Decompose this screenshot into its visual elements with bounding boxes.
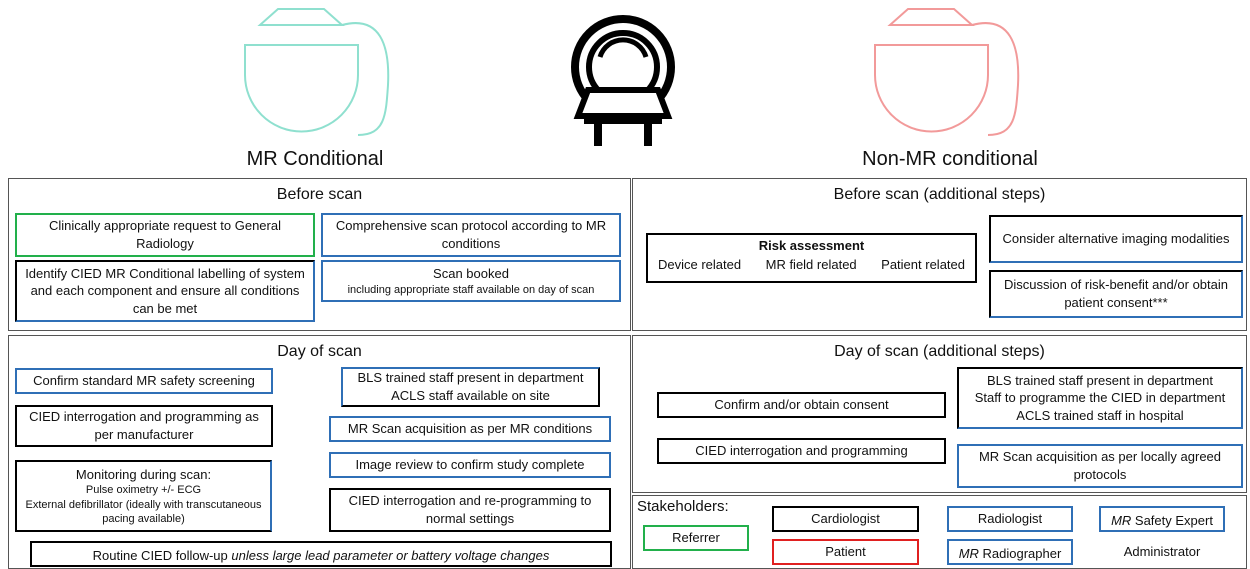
- mri-scanner-icon: [571, 15, 675, 146]
- risk-assessment-title: Risk assessment: [758, 238, 865, 253]
- cardiologist-key: Cardiologist: [772, 506, 919, 532]
- administrator-key: Administrator: [1099, 539, 1225, 565]
- safety-expert-label: Safety Expert: [1131, 513, 1213, 528]
- stakeholders-title: Stakeholders:: [637, 498, 729, 515]
- routine-follow-up-box: Routine CIED follow-up unless large lead…: [30, 541, 612, 567]
- right-staff-line1: BLS trained staff present in department: [987, 372, 1213, 388]
- pacemaker-icon: [874, 8, 1020, 136]
- monitoring-title: Monitoring during scan:: [75, 466, 212, 482]
- left-day-of-scan-title: Day of scan: [277, 343, 362, 360]
- right-staff-line3: ACLS trained staff in hospital: [1016, 407, 1184, 423]
- right-day-of-scan-title: Day of scan (additional steps): [834, 343, 1045, 360]
- follow-up-main: Routine CIED follow-up: [92, 548, 232, 563]
- monitoring-line1: Pulse oximetry +/- ECG: [85, 484, 202, 497]
- right-staff-line2: Staff to programme the CIED in departmen…: [974, 390, 1226, 406]
- clinical-request-box: Clinically appropriate request to Genera…: [15, 213, 315, 257]
- monitoring-box: Monitoring during scan: Pulse oximetry +…: [15, 460, 272, 532]
- right-day-of-scan-panel: [632, 335, 1247, 493]
- cied-interrogation-box: CIED interrogation and programming: [657, 438, 946, 464]
- cied-programming-box: CIED interrogation and programming as pe…: [15, 405, 273, 447]
- identify-labelling-box: Identify CIED MR Conditional labelling o…: [15, 260, 315, 322]
- non-mr-conditional-heading: Non-MR conditional: [862, 148, 1038, 170]
- mr-acquisition-box: MR Scan acquisition as per MR conditions: [329, 416, 611, 442]
- local-acquisition-box: MR Scan acquisition as per locally agree…: [957, 444, 1243, 488]
- bls-staff-line2: ACLS staff available on site: [391, 388, 550, 403]
- scan-booked-box: Scan booked including appropriate staff …: [321, 260, 621, 302]
- reprogramming-box: CIED interrogation and re-programming to…: [329, 488, 611, 532]
- radiographer-italic: MR: [958, 546, 979, 561]
- risk-assessment-box: Risk assessment Device related MR field …: [646, 233, 977, 283]
- scan-booked-label: Scan booked: [433, 266, 509, 282]
- risk-benefit-box: Discussion of risk-benefit and/or obtain…: [989, 270, 1243, 318]
- safety-expert-key: MR Safety Expert: [1099, 506, 1225, 532]
- right-staff-box: BLS trained staff present in department …: [957, 367, 1243, 429]
- mr-conditional-heading: MR Conditional: [246, 148, 384, 170]
- risk-item: Patient related: [881, 257, 965, 272]
- referrer-key: Referrer: [643, 525, 749, 551]
- safety-screening-box: Confirm standard MR safety screening: [15, 368, 273, 394]
- bls-staff-box: BLS trained staff present in department …: [341, 367, 600, 407]
- safety-expert-italic: MR: [1111, 513, 1132, 528]
- left-before-scan-panel: [8, 178, 631, 331]
- confirm-consent-box: Confirm and/or obtain consent: [657, 392, 946, 418]
- bls-staff-line1: BLS trained staff present in department: [357, 370, 584, 386]
- monitoring-line2: External defibrillator (ideally with tra…: [25, 498, 262, 525]
- risk-item: Device related: [658, 257, 742, 272]
- image-review-box: Image review to confirm study complete: [329, 452, 611, 478]
- alternative-imaging-box: Consider alternative imaging modalities: [989, 215, 1243, 263]
- radiographer-key: MR Radiographer: [947, 539, 1073, 565]
- risk-item: MR field related: [765, 257, 857, 272]
- pacemaker-icon: [244, 8, 390, 136]
- scan-protocol-box: Comprehensive scan protocol according to…: [321, 213, 621, 257]
- radiographer-label: Radiographer: [978, 546, 1062, 561]
- radiologist-key: Radiologist: [947, 506, 1073, 532]
- patient-key: Patient: [772, 539, 919, 565]
- follow-up-italic: unless large lead parameter or battery v…: [231, 548, 550, 563]
- scan-booked-sub: including appropriate staff available on…: [347, 283, 595, 296]
- right-before-scan-title: Before scan (additional steps): [833, 186, 1046, 203]
- right-before-scan-panel: [632, 178, 1247, 331]
- left-before-scan-title: Before scan: [276, 186, 363, 203]
